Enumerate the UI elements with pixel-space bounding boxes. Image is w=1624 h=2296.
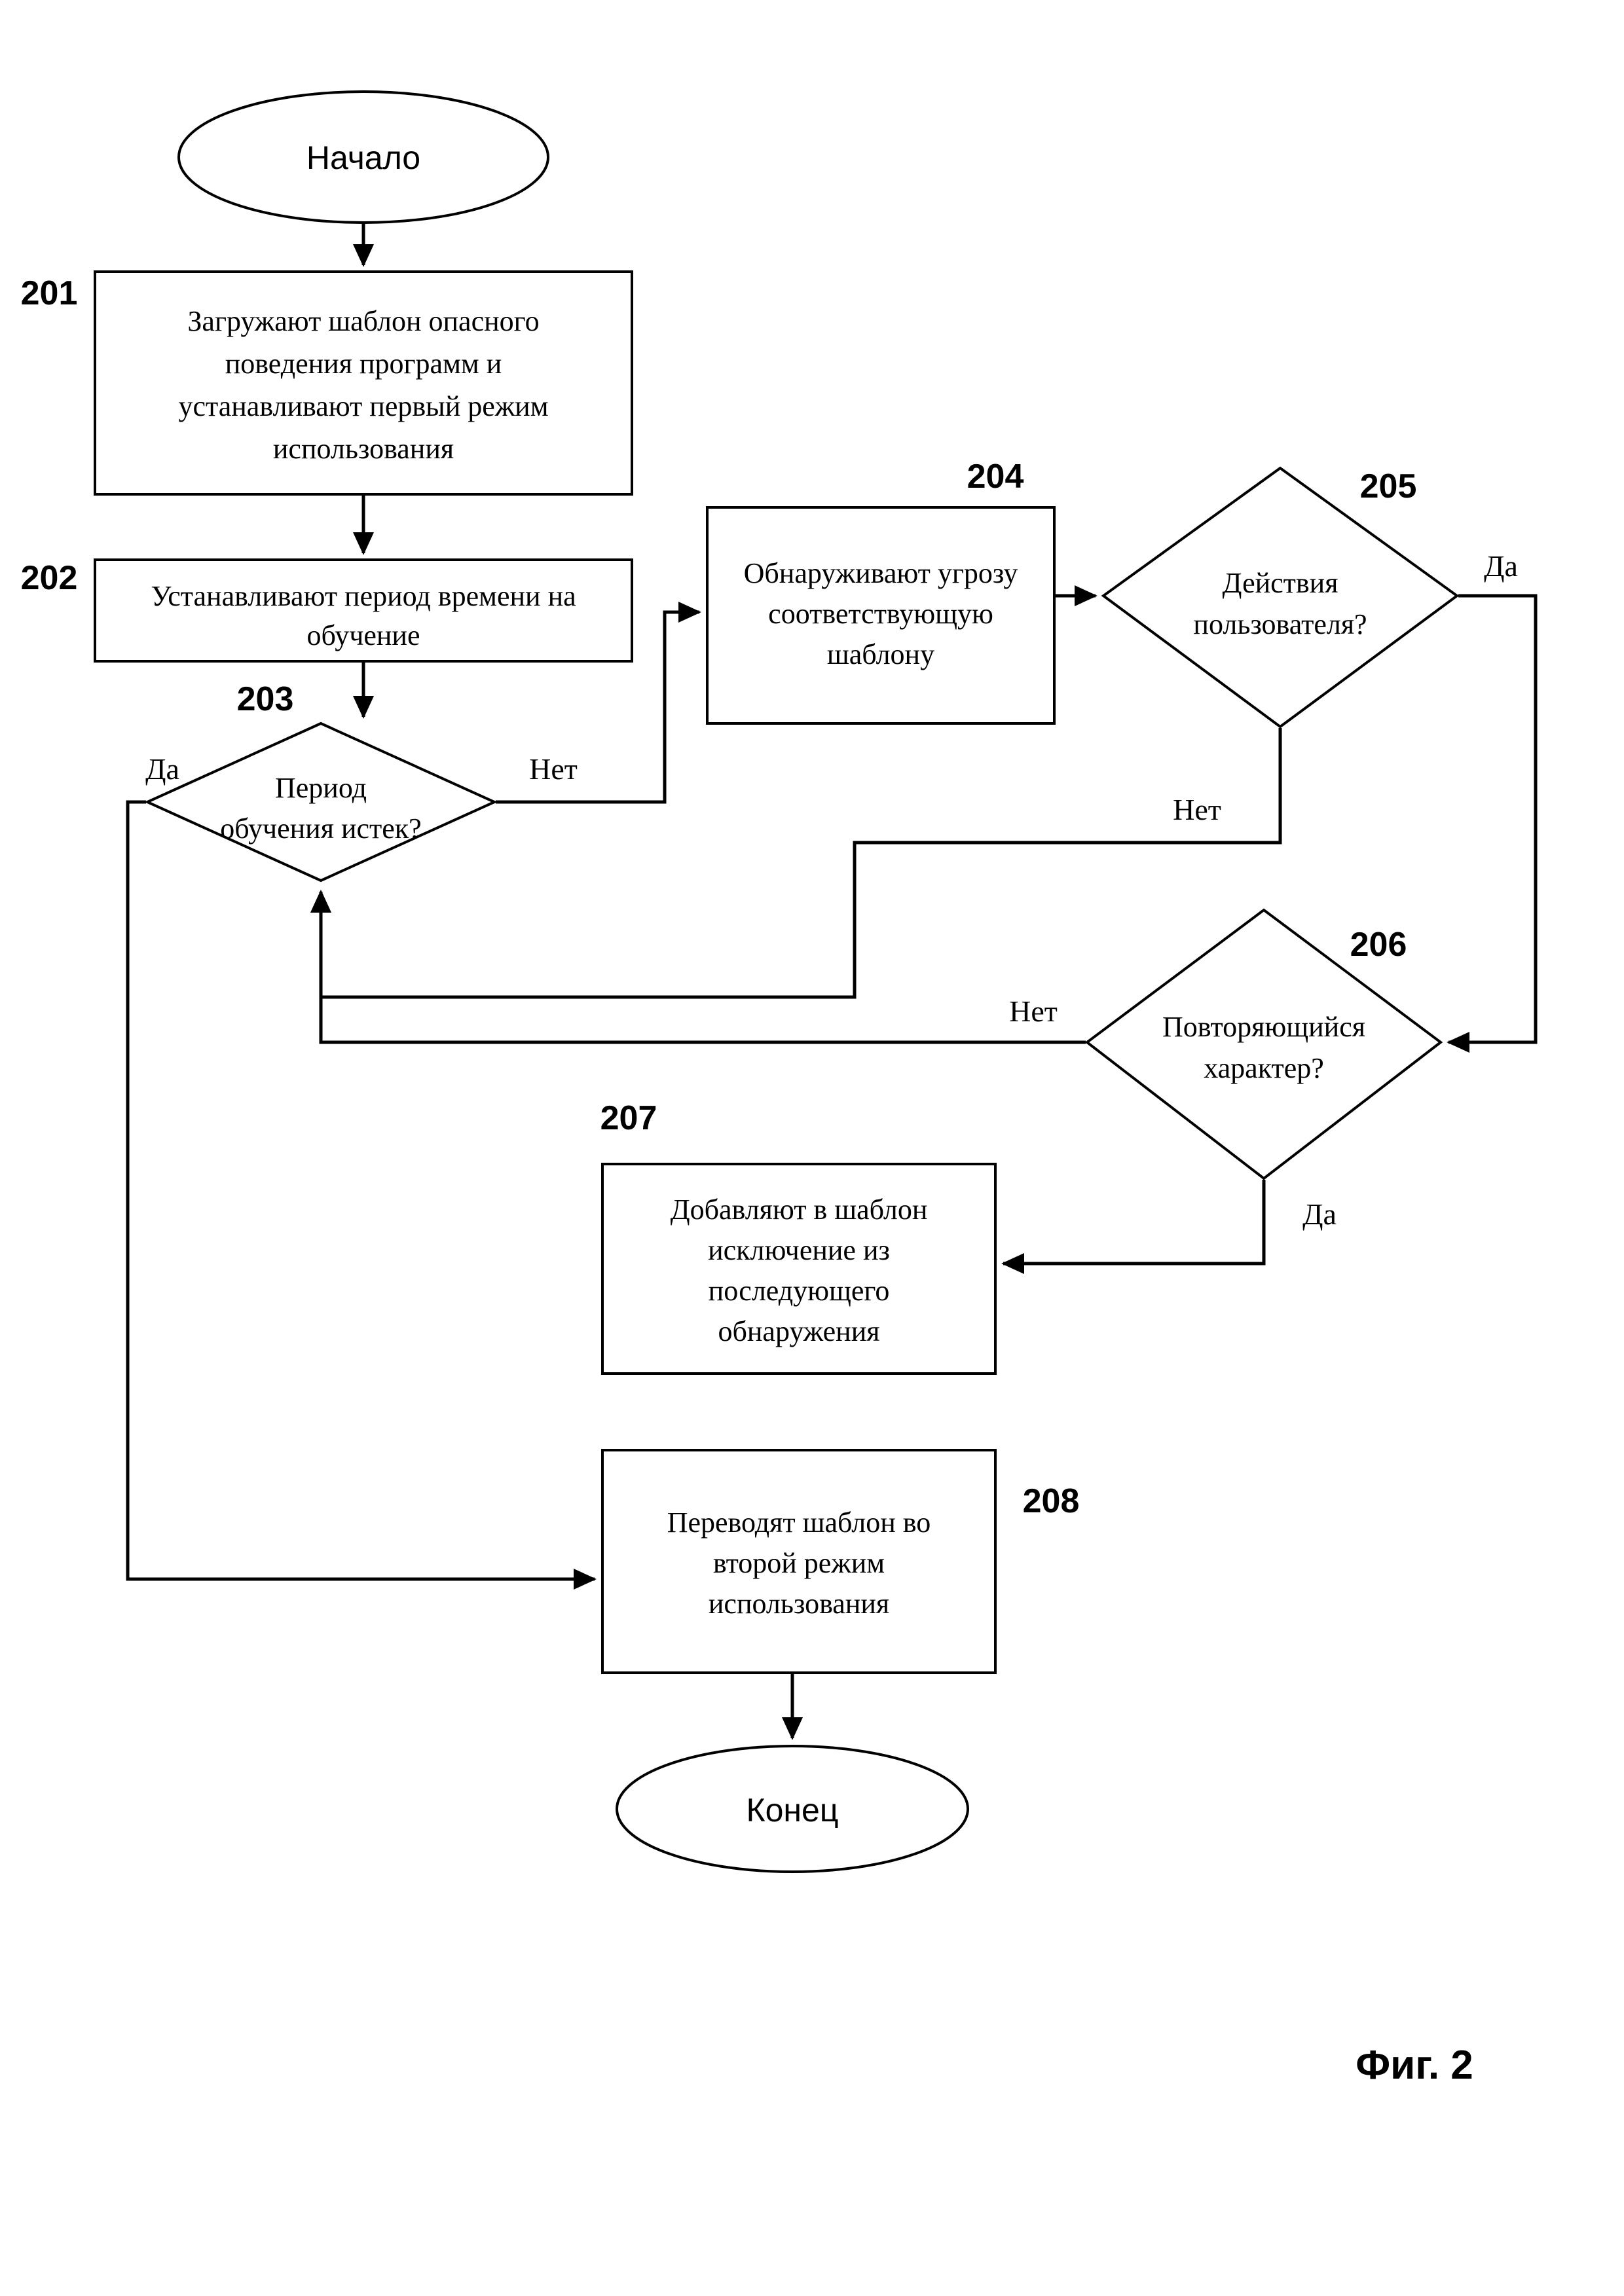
diamond-206-line-2: характер? bbox=[1204, 1052, 1324, 1084]
box-204-line-2: соответствующую bbox=[768, 598, 993, 630]
ref-number-204: 204 bbox=[967, 458, 1024, 496]
edge-203-to-204 bbox=[496, 601, 701, 804]
box-201-line-3: устанавливают первый режим bbox=[178, 390, 548, 422]
node-end: Конец bbox=[616, 1745, 969, 1873]
node-207: Добавляют в шаблон исключение из последу… bbox=[601, 1163, 997, 1375]
box-208-line-3: использования bbox=[709, 1588, 889, 1620]
box-201 bbox=[94, 270, 633, 496]
diamond-206-line-1: Повторяющийся bbox=[1162, 1011, 1365, 1043]
ref-number-201: 201 bbox=[21, 274, 78, 312]
box-202-line-1: Устанавливают период времени на bbox=[151, 580, 576, 612]
diamond-205-line-1: Действия bbox=[1223, 567, 1338, 599]
box-208-line-2: второй режим bbox=[713, 1547, 885, 1579]
edge-label-203-no: Нет bbox=[529, 752, 578, 786]
node-206: Повторяющийся характер? bbox=[1084, 908, 1443, 1180]
box-201-line-4: использования bbox=[273, 433, 454, 465]
node-201: Загружают шаблон опасного поведения прог… bbox=[94, 270, 633, 496]
node-202: Устанавливают период времени на обучение bbox=[94, 558, 633, 663]
box-208 bbox=[601, 1449, 997, 1674]
box-207-line-4: обнаружения bbox=[718, 1315, 880, 1347]
diamond-206 bbox=[1084, 908, 1443, 1180]
diamond-203-line-1: Период bbox=[275, 772, 367, 804]
box-204 bbox=[706, 506, 1056, 725]
end-ellipse bbox=[616, 1745, 969, 1873]
box-204-line-3: шаблону bbox=[827, 638, 934, 670]
diamond-205 bbox=[1101, 466, 1460, 729]
ref-number-208: 208 bbox=[1023, 1482, 1080, 1520]
box-207-line-1: Добавляют в шаблон bbox=[671, 1194, 928, 1226]
box-202-line-2: обучение bbox=[307, 619, 420, 651]
box-202 bbox=[94, 558, 633, 663]
box-207-line-3: последующего bbox=[709, 1275, 890, 1307]
box-207-line-2: исключение из bbox=[708, 1234, 890, 1266]
node-203: Период обучения истек? bbox=[144, 721, 498, 883]
edge-205-to-203 bbox=[310, 728, 1282, 999]
edge-label-206-no: Нет bbox=[1009, 994, 1058, 1028]
ref-number-206: 206 bbox=[1350, 926, 1407, 964]
edge-203-to-208 bbox=[126, 800, 597, 1590]
box-201-line-2: поведения программ и bbox=[225, 348, 502, 380]
edge-label-205-yes: Да bbox=[1484, 549, 1518, 583]
node-204: Обнаруживают угрозу соответствующую шабл… bbox=[706, 506, 1056, 725]
box-204-line-1: Обнаруживают угрозу bbox=[744, 557, 1018, 589]
diamond-203-line-2: обучения истек? bbox=[220, 812, 421, 845]
node-start: Начало bbox=[177, 90, 549, 224]
node-205: Действия пользователя? bbox=[1101, 466, 1460, 729]
edge-label-203-yes: Да bbox=[145, 752, 179, 786]
edge-label-206-yes: Да bbox=[1302, 1197, 1337, 1231]
node-208: Переводят шаблон во второй режим использ… bbox=[601, 1449, 997, 1674]
edge-205-to-206 bbox=[1447, 594, 1538, 1053]
box-207 bbox=[601, 1163, 997, 1375]
ref-number-207: 207 bbox=[600, 1099, 657, 1137]
diamond-203 bbox=[144, 721, 498, 883]
box-201-line-1: Загружают шаблон опасного bbox=[187, 305, 539, 337]
edge-206-to-207 bbox=[1001, 1180, 1266, 1275]
ref-number-203: 203 bbox=[237, 680, 294, 718]
start-label: Начало bbox=[306, 139, 420, 176]
start-ellipse bbox=[177, 90, 549, 224]
edge-label-205-no: Нет bbox=[1173, 793, 1221, 826]
diamond-205-line-2: пользователя? bbox=[1193, 608, 1367, 640]
figure-caption: Фиг. 2 bbox=[1356, 2043, 1473, 2088]
end-label: Конец bbox=[747, 1792, 839, 1829]
ref-number-202: 202 bbox=[21, 559, 78, 597]
edge-206-to-203 bbox=[310, 890, 1086, 1044]
box-208-line-1: Переводят шаблон во bbox=[667, 1506, 931, 1539]
ref-number-205: 205 bbox=[1360, 467, 1417, 505]
